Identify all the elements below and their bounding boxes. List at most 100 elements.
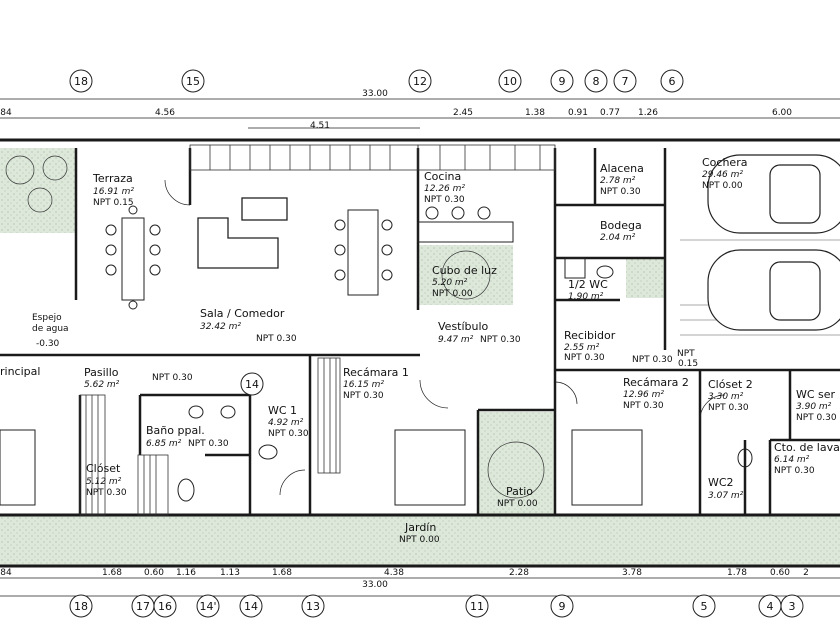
room-wc1-name: WC 1 (268, 404, 297, 417)
room-wc-serv-npt: NPT 0.30 (796, 413, 837, 423)
room-vestibulo-name: Vestíbulo (438, 320, 489, 333)
room-sala-name: Sala / Comedor (200, 307, 285, 320)
room-cocina-npt: NPT 0.30 (424, 195, 465, 205)
room-recibidor-npt: NPT 0.30 (564, 353, 605, 363)
top-dim-7: 1.26 (638, 108, 658, 118)
top-dim-1: 84 (0, 108, 12, 118)
bottom-dim-5: 1.13 (220, 568, 240, 578)
axis-label-bottom-2: 17 (136, 600, 150, 613)
axis-label-top-2: 15 (186, 75, 200, 88)
room-recibidor-area: 2.55 m² (564, 343, 600, 353)
bottom-dim-12: 2 (803, 568, 809, 578)
top-dim-3: 2.45 (453, 108, 473, 118)
room-terraza-name: Terraza (92, 172, 133, 185)
top-dim-5: 0.91 (568, 108, 588, 118)
dining-table-icon-2 (334, 209, 393, 296)
room-sala-npt: NPT 0.30 (256, 334, 297, 344)
room-pasillo-name: Pasillo (84, 366, 119, 379)
room-closet2-npt: NPT 0.30 (708, 403, 749, 413)
room-patio-npt: NPT 0.00 (497, 499, 538, 509)
room-cto-lavado-npt: NPT 0.30 (774, 466, 815, 476)
axis-label-bottom-3: 16 (158, 600, 172, 613)
axis-label-bottom-9: 5 (701, 600, 708, 613)
room-cochera-name: Cochera (702, 156, 747, 169)
axis-label-bottom-6: 13 (306, 600, 320, 613)
axis-label-top-4: 10 (503, 75, 517, 88)
room-cochera-area: 29.46 m² (702, 170, 743, 180)
room-cochera-npt: NPT 0.00 (702, 181, 743, 191)
room-bano-npt: NPT 0.30 (188, 439, 229, 449)
room-wc1-area: 4.92 m² (268, 418, 304, 428)
top-sub-dim: 4.51 (310, 121, 330, 131)
top-dim-4: 1.38 (525, 108, 545, 118)
door-swings (164, 179, 726, 496)
room-bodega-name: Bodega (600, 219, 642, 232)
top-dim-6: 0.77 (600, 108, 620, 118)
room-recibidor-name: Recibidor (564, 329, 616, 342)
axis-label-bottom-1: 18 (74, 600, 88, 613)
room-cubo-area: 5.20 m² (432, 278, 468, 288)
room-closet2-name: Clóset 2 (708, 378, 753, 391)
room-recamara2-name: Recámara 2 (623, 376, 689, 389)
bottom-axis-bubbles (69, 594, 804, 618)
planter-fill (626, 258, 666, 298)
room-wc1-npt: NPT 0.30 (268, 429, 309, 439)
top-axis-bubbles (69, 69, 684, 93)
room-closet2-area: 3.30 m² (708, 392, 744, 402)
room-recamara1-npt: NPT 0.30 (343, 391, 384, 401)
room-terraza-npt: NPT 0.15 (93, 198, 134, 208)
room-recamara1-name: Recámara 1 (343, 366, 409, 379)
room-closet-area: 5.12 m² (86, 477, 122, 487)
bottom-dim-8: 2.28 (509, 568, 529, 578)
room-pasillo-npt: NPT 0.30 (152, 373, 193, 383)
garden-terrace (0, 148, 76, 233)
room-jardin-name: Jardín (404, 521, 436, 534)
room-alacena-npt: NPT 0.30 (600, 187, 641, 197)
lightwell-fill (418, 245, 513, 305)
room-cto-lavado-name: Cto. de lava (774, 441, 840, 454)
sofa-icon (197, 197, 288, 269)
axis-label-bottom-11: 3 (789, 600, 796, 613)
axis-label-top-7: 7 (622, 75, 629, 88)
room-wc2-area: 3.07 m² (708, 491, 744, 501)
bottom-dim-2: 1.68 (102, 568, 122, 578)
bottom-dimension-line (0, 577, 840, 597)
axis-label-top-1: 18 (74, 75, 88, 88)
room-cubo-name: Cubo de luz (432, 264, 497, 277)
mid-axis-bubble (240, 372, 264, 396)
room-terraza-area: 16.91 m² (93, 187, 134, 197)
bottom-dim-3: 0.60 (144, 568, 164, 578)
bottom-dim-11: 0.60 (770, 568, 790, 578)
room-recibidor-npt3b: 0.15 (678, 359, 698, 369)
axis-label-bottom-8: 9 (559, 600, 566, 613)
room-espejo-npt: -0.30 (36, 339, 60, 349)
car-icon (707, 154, 840, 234)
room-recibidor-npt3: NPT (677, 349, 695, 359)
room-bodega-area: 2.04 m² (600, 233, 636, 243)
top-total-dim: 33.00 (362, 89, 388, 99)
bed-icon (0, 429, 643, 506)
room-espejo-name2: de agua (32, 324, 69, 334)
axis-label-mid: 14 (245, 378, 259, 391)
room-wc2-name: WC2 (708, 476, 734, 489)
garden-bottom (0, 515, 840, 565)
room-jardin-npt: NPT 0.00 (399, 535, 440, 545)
axis-label-bottom-4: 14' (199, 600, 216, 613)
room-espejo-name1: Espejo (32, 313, 62, 323)
bottom-dim-9: 3.78 (622, 568, 642, 578)
car-icon-2 (707, 249, 840, 331)
room-recibidor-npt2: NPT 0.30 (632, 355, 673, 365)
top-dimension-line (0, 98, 840, 129)
axis-label-top-3: 12 (413, 75, 427, 88)
room-medio-wc-name: 1/2 WC (568, 278, 608, 291)
room-wc-serv-area: 3.90 m² (796, 402, 832, 412)
room-recamara1-area: 16.15 m² (343, 380, 384, 390)
axis-label-top-6: 8 (593, 75, 600, 88)
bottom-dim-10: 1.78 (727, 568, 747, 578)
room-recamara2-npt: NPT 0.30 (623, 401, 664, 411)
axis-label-top-5: 9 (559, 75, 566, 88)
plant-icon (5, 155, 545, 499)
room-recamara2-area: 12.96 m² (623, 390, 664, 400)
room-cocina-name: Cocina (424, 170, 461, 183)
